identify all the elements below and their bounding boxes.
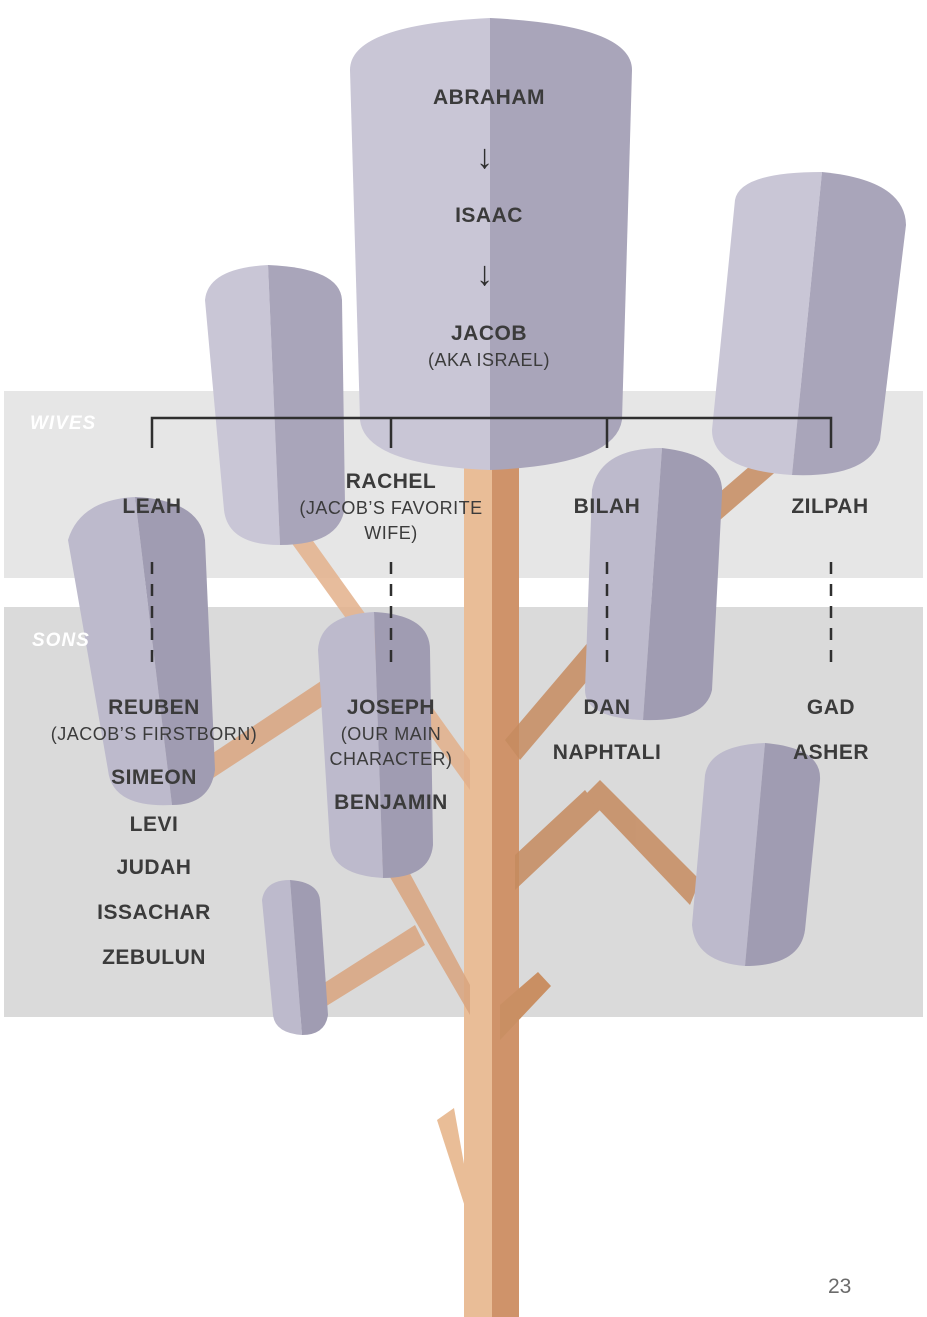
- wife-bilah: BILAH: [573, 495, 641, 518]
- son-reuben: REUBEN: [108, 696, 200, 719]
- trunk: [437, 400, 551, 1317]
- canopy-joseph: [318, 612, 433, 878]
- canopy-top: [350, 18, 632, 470]
- descent-dashes: [150, 562, 833, 672]
- canopy-right-upper: [712, 172, 906, 476]
- arrow-down-icon: ↓: [476, 255, 493, 293]
- canopy-small-lower-left: [262, 880, 328, 1035]
- son-dan: DAN: [583, 696, 631, 719]
- wife-rachel: RACHEL: [345, 470, 437, 493]
- sons-band-label: SONS: [32, 630, 90, 651]
- rachel-note-line1: (JACOB’S FAVORITE: [299, 498, 483, 518]
- son-gad: GAD: [806, 696, 856, 719]
- wives-connector: [150, 416, 833, 448]
- joseph-note-line2: CHARACTER): [329, 749, 453, 769]
- son-simeon: SIMEON: [111, 766, 197, 789]
- wife-zilpah: ZILPAH: [791, 495, 869, 518]
- son-naphtali: NAPHTALI: [552, 741, 662, 764]
- rachel-note-line2: WIFE): [364, 523, 418, 543]
- abraham-label: ABRAHAM: [433, 86, 545, 109]
- canopy-left-upper: [205, 265, 345, 545]
- son-asher: ASHER: [792, 741, 869, 764]
- son-judah: JUDAH: [116, 856, 192, 879]
- isaac-label: ISAAC: [455, 204, 523, 227]
- son-zebulun: ZEBULUN: [102, 946, 206, 969]
- canopy-bilah: [585, 448, 723, 721]
- wives-band-label: WIVES: [30, 413, 97, 434]
- canopy-leah: [68, 497, 215, 806]
- son-benjamin: BENJAMIN: [334, 791, 448, 814]
- son-levi: LEVI: [129, 813, 179, 836]
- son-issachar: ISSACHAR: [97, 901, 211, 924]
- arrow-down-icon: ↓: [476, 138, 493, 176]
- wife-leah: LEAH: [122, 495, 182, 518]
- jacob-note: (AKA ISRAEL): [427, 350, 551, 370]
- reuben-note: (JACOB’S FIRSTBORN): [50, 724, 258, 744]
- joseph-note-line1: (OUR MAIN: [340, 724, 442, 744]
- son-joseph: JOSEPH: [346, 696, 436, 719]
- jacob-label: JACOB: [450, 322, 527, 345]
- canopy-lower-right: [692, 743, 821, 966]
- page-number: 23: [828, 1275, 852, 1298]
